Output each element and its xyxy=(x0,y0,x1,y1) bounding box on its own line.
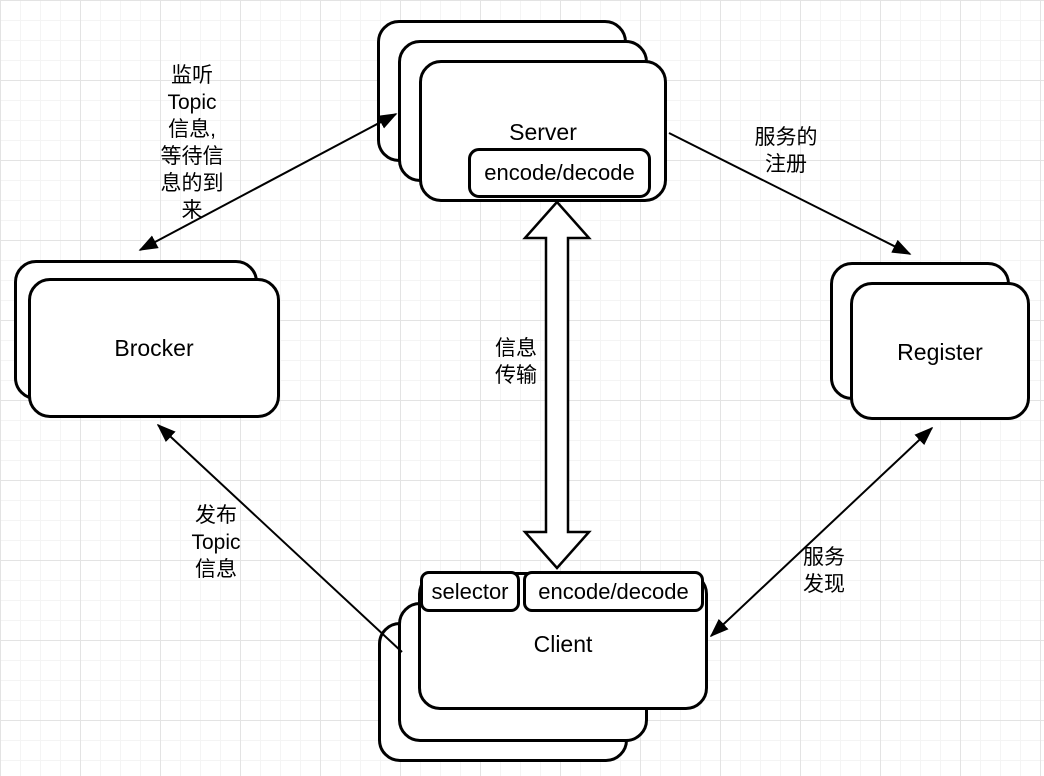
server-label: Server xyxy=(509,119,577,145)
client-encode-decode-box[interactable]: encode/decode xyxy=(523,571,704,612)
register-node[interactable]: Register xyxy=(850,282,1030,420)
edge-publish-label: 发布 Topic 信息 xyxy=(191,504,241,581)
server-node[interactable]: Server encode/decode xyxy=(419,60,667,202)
edge-transfer-label: 信息 传输 xyxy=(495,337,537,387)
edge-register-label: 服务的 注册 xyxy=(754,126,818,176)
client-selector-box[interactable]: selector xyxy=(420,571,520,612)
register-label: Register xyxy=(897,339,983,365)
edge-discovery-arrow xyxy=(709,426,934,638)
brocker-label: Brocker xyxy=(114,335,194,361)
edge-discovery-label: 服务 发现 xyxy=(803,546,845,596)
server-encode-decode-box[interactable]: encode/decode xyxy=(468,148,651,198)
brocker-node[interactable]: Brocker xyxy=(28,278,280,418)
client-label: Client xyxy=(533,631,593,657)
edge-listen-label: 监听 Topic 信息, 等待信 息的到 来 xyxy=(160,64,224,222)
